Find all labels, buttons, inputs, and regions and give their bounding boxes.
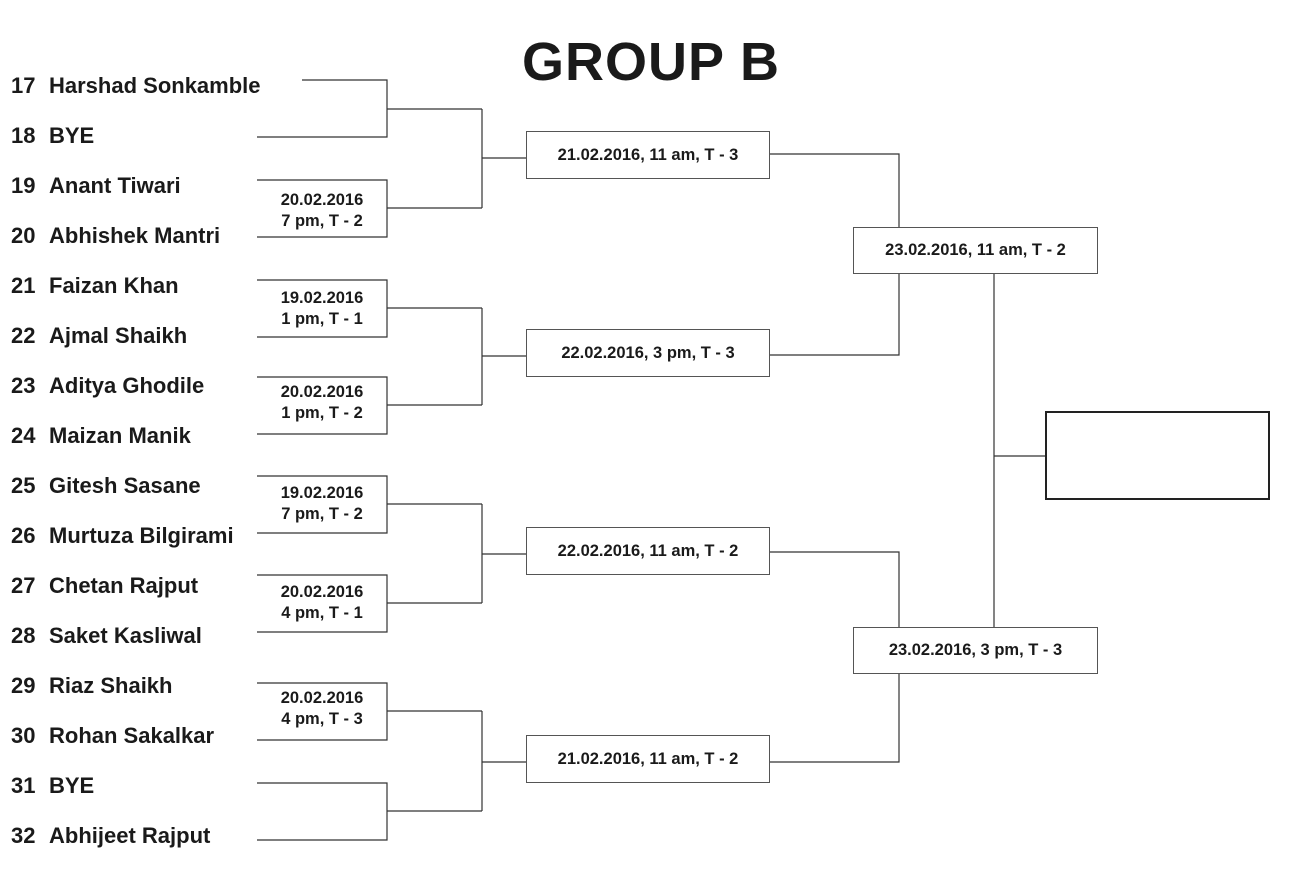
schedule-time-table: 7 pm, T - 2: [281, 505, 363, 523]
player-entry: 28 Saket Kasliwal: [11, 621, 202, 651]
schedule-time-table: 7 pm, T - 2: [281, 212, 363, 230]
player-entry: 17 Harshad Sonkamble: [11, 71, 261, 101]
player-seed: 23: [11, 373, 36, 398]
player-entry: 30 Rohan Sakalkar: [11, 721, 214, 751]
player-name: Faizan Khan: [49, 273, 179, 298]
schedule-time-table: 1 pm, T - 2: [281, 404, 363, 422]
player-entry: 26 Murtuza Bilgirami: [11, 521, 234, 551]
round3-lines: [769, 153, 900, 763]
player-entry: 18 BYE: [11, 121, 94, 151]
player-seed: 28: [11, 623, 36, 648]
player-entry: 19 Anant Tiwari: [11, 171, 181, 201]
player-seed: 22: [11, 323, 36, 348]
round2-match-box: 21.02.2016, 11 am, T - 3: [526, 131, 770, 179]
round2-match-box: 21.02.2016, 11 am, T - 2: [526, 735, 770, 783]
player-name: Riaz Shaikh: [49, 673, 173, 698]
round1-schedule: 20.02.2016 1 pm, T - 2: [262, 382, 382, 424]
schedule-date: 20.02.2016: [280, 583, 364, 601]
player-seed: 24: [11, 423, 36, 448]
player-name: BYE: [49, 123, 95, 148]
round1-schedule: 19.02.2016 1 pm, T - 1: [262, 288, 382, 330]
player-entry: 31 BYE: [11, 771, 94, 801]
round1-schedule: 20.02.2016 4 pm, T - 1: [262, 582, 382, 624]
player-name: Anant Tiwari: [49, 173, 181, 198]
round2-lines: [481, 109, 526, 811]
player-entry: 20 Abhishek Mantri: [11, 221, 220, 251]
player-name: Abhishek Mantri: [49, 223, 221, 248]
player-seed: 25: [11, 473, 36, 498]
player-entry: 24 Maizan Manik: [11, 421, 191, 451]
player-entry: 25 Gitesh Sasane: [11, 471, 201, 501]
player-name: Rohan Sakalkar: [49, 723, 215, 748]
player-seed: 26: [11, 523, 36, 548]
round3-match-box: 23.02.2016, 11 am, T - 2: [853, 227, 1098, 274]
round1-schedule: 20.02.2016 4 pm, T - 3: [262, 688, 382, 730]
schedule-date: 20.02.2016: [280, 191, 364, 209]
group-title: GROUP B: [522, 32, 781, 92]
player-entry: 32 Abhijeet Rajput: [11, 821, 210, 851]
player-entry: 22 Ajmal Shaikh: [11, 321, 187, 351]
player-seed: 29: [11, 673, 36, 698]
player-seed: 31: [11, 773, 36, 798]
round1-schedule: 20.02.2016 7 pm, T - 2: [262, 190, 382, 232]
round2-match-box: 22.02.2016, 11 am, T - 2: [526, 527, 770, 575]
schedule-time-table: 4 pm, T - 3: [281, 710, 363, 728]
round2-match-box: 22.02.2016, 3 pm, T - 3: [526, 329, 770, 377]
player-name: Saket Kasliwal: [49, 623, 202, 648]
player-seed: 19: [11, 173, 36, 198]
player-name: Ajmal Shaikh: [49, 323, 188, 348]
player-seed: 21: [11, 273, 36, 298]
player-seed: 27: [11, 573, 36, 598]
schedule-time-table: 1 pm, T - 1: [281, 310, 363, 328]
player-name: Abhijeet Rajput: [49, 823, 211, 848]
final-lines: [993, 273, 1045, 627]
schedule-time-table: 4 pm, T - 1: [281, 604, 363, 622]
player-name: Maizan Manik: [49, 423, 191, 448]
player-name: BYE: [49, 773, 95, 798]
schedule-date: 20.02.2016: [280, 383, 364, 401]
schedule-date: 19.02.2016: [280, 289, 364, 307]
player-name: Aditya Ghodile: [49, 373, 205, 398]
player-entry: 23 Aditya Ghodile: [11, 371, 204, 401]
group-winner-box: [1045, 411, 1270, 500]
player-seed: 32: [11, 823, 36, 848]
player-name: Murtuza Bilgirami: [49, 523, 234, 548]
player-entry: 29 Riaz Shaikh: [11, 671, 172, 701]
round3-match-box: 23.02.2016, 3 pm, T - 3: [853, 627, 1098, 674]
player-name: Gitesh Sasane: [49, 473, 201, 498]
player-seed: 18: [11, 123, 36, 148]
player-seed: 30: [11, 723, 36, 748]
round1-lines: [257, 79, 482, 841]
player-entry: 21 Faizan Khan: [11, 271, 179, 301]
schedule-date: 19.02.2016: [280, 484, 364, 502]
round1-schedule: 19.02.2016 7 pm, T - 2: [262, 483, 382, 525]
player-name: Harshad Sonkamble: [49, 73, 261, 98]
schedule-date: 20.02.2016: [280, 689, 364, 707]
player-seed: 17: [11, 73, 36, 98]
player-entry: 27 Chetan Rajput: [11, 571, 198, 601]
player-seed: 20: [11, 223, 36, 248]
player-name: Chetan Rajput: [49, 573, 199, 598]
